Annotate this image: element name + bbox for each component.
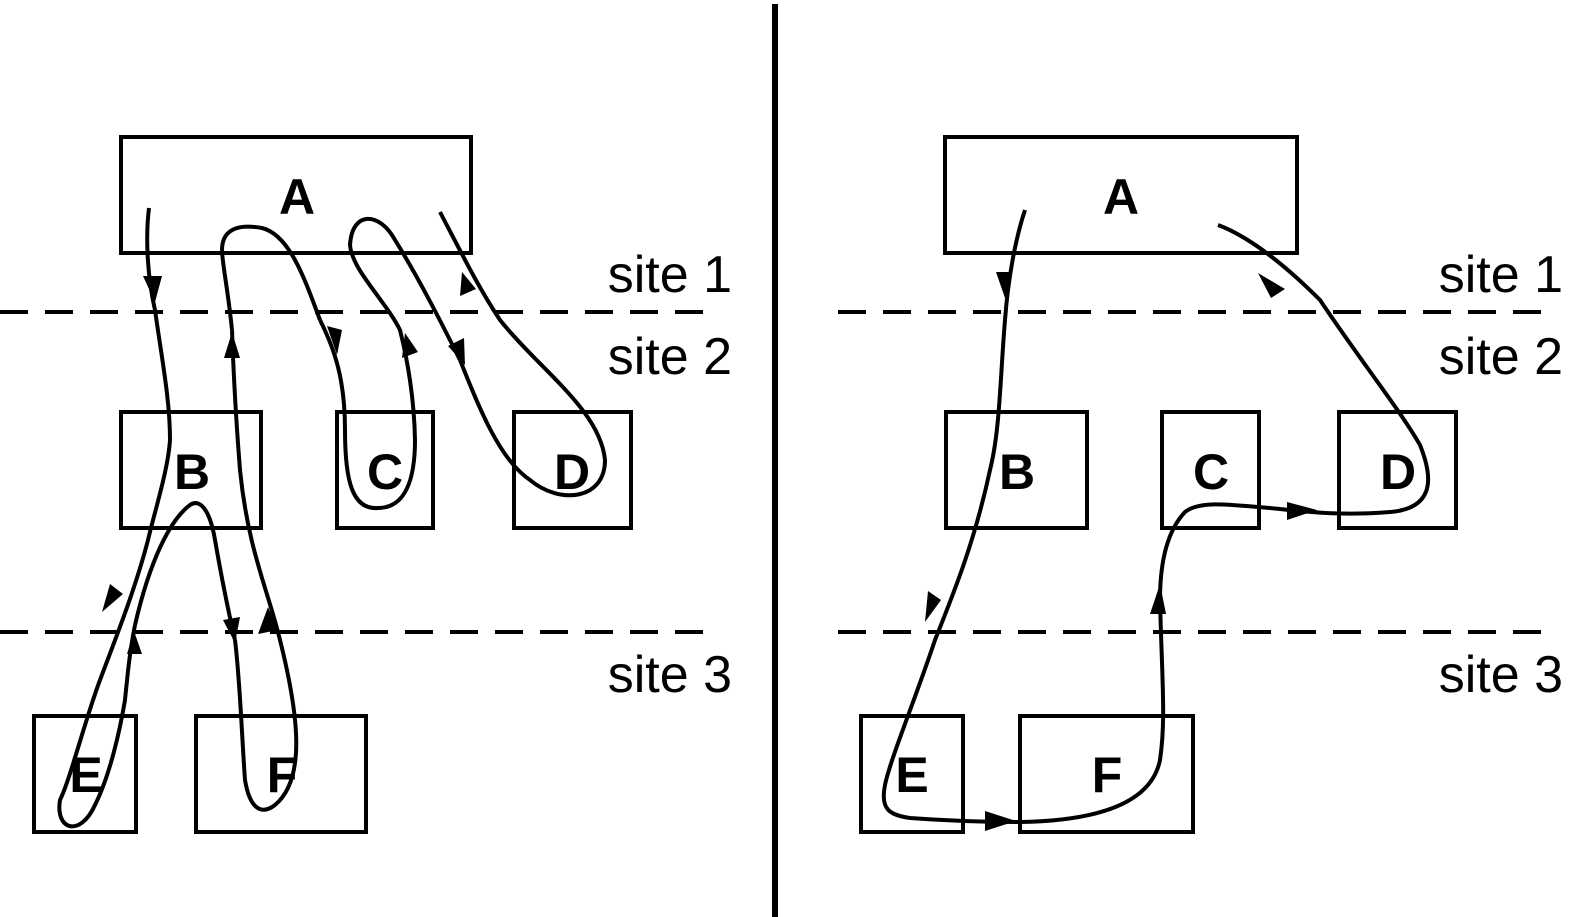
node-e: E bbox=[859, 714, 965, 834]
node-f: F bbox=[194, 714, 368, 834]
edge-e-to-f-to-d bbox=[1019, 223, 1431, 824]
svg-text:D: D bbox=[554, 444, 590, 500]
node-f: F bbox=[1018, 714, 1195, 834]
svg-text:F: F bbox=[1092, 747, 1123, 803]
edge-b-to-a bbox=[219, 224, 322, 331]
arrowhead bbox=[224, 332, 240, 358]
arrowhead bbox=[327, 326, 342, 355]
arrowhead bbox=[402, 333, 418, 358]
svg-text:B: B bbox=[999, 444, 1035, 500]
svg-text:C: C bbox=[367, 444, 403, 500]
svg-text:D: D bbox=[1380, 444, 1416, 500]
edge-b-to-f-loop bbox=[230, 329, 299, 812]
svg-text:B: B bbox=[174, 444, 210, 500]
site-label-1: site 1 bbox=[1439, 246, 1563, 304]
edge-a-to-c-loop bbox=[318, 216, 462, 511]
arrowhead bbox=[258, 607, 278, 634]
edge-a-to-e bbox=[881, 209, 1027, 824]
svg-text:C: C bbox=[1193, 444, 1229, 500]
arrowhead bbox=[460, 272, 476, 296]
arrowhead bbox=[448, 338, 465, 365]
left-panel: site 1 site 2 site 3 A B C D E F bbox=[0, 135, 732, 834]
arrowhead bbox=[143, 276, 162, 302]
arrowhead bbox=[925, 591, 941, 622]
arrowhead bbox=[1150, 584, 1166, 614]
node-c: C bbox=[1160, 410, 1261, 530]
node-e: E bbox=[32, 714, 138, 834]
node-b: B bbox=[944, 410, 1089, 530]
svg-text:E: E bbox=[895, 747, 928, 803]
node-a: A bbox=[119, 135, 473, 255]
node-d: D bbox=[1337, 410, 1458, 530]
arrowhead bbox=[985, 811, 1016, 831]
site-label-3: site 3 bbox=[608, 646, 732, 704]
node-c: C bbox=[335, 410, 435, 530]
site-label-3: site 3 bbox=[1439, 646, 1563, 704]
edge-b-to-e-loop bbox=[57, 624, 137, 829]
arrowhead bbox=[996, 272, 1012, 298]
site-label-2: site 2 bbox=[1439, 328, 1563, 386]
arrowhead bbox=[223, 617, 240, 643]
arrowhead bbox=[127, 631, 142, 654]
site-label-1: site 1 bbox=[608, 246, 732, 304]
right-panel: site 1 site 2 site 3 A B C D E F bbox=[838, 135, 1563, 834]
svg-text:A: A bbox=[1103, 169, 1139, 225]
edge-e-to-b bbox=[133, 501, 237, 641]
site-label-2: site 2 bbox=[608, 328, 732, 386]
arrowhead bbox=[1258, 273, 1285, 298]
arrowhead bbox=[102, 584, 123, 612]
svg-text:A: A bbox=[279, 169, 315, 225]
arrowhead bbox=[1287, 502, 1317, 520]
edge-a-to-d-loop bbox=[438, 211, 608, 498]
node-d: D bbox=[512, 410, 633, 530]
